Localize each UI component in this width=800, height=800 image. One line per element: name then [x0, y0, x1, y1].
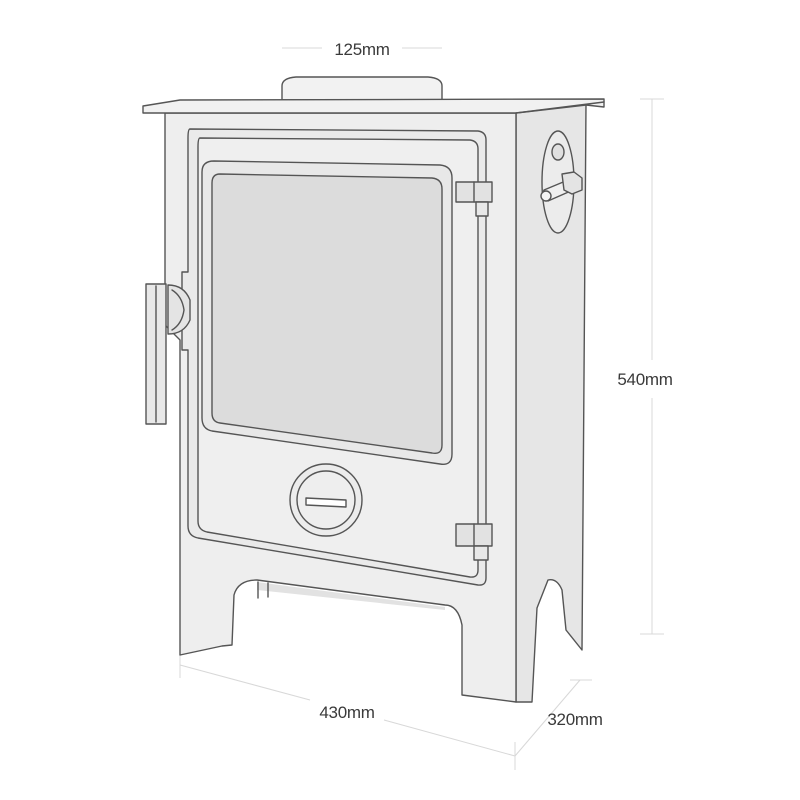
depth-label: 320mm — [547, 710, 602, 729]
stove-side-panel — [515, 103, 587, 703]
hinge-upper-pin — [475, 201, 489, 217]
air-control-slot — [305, 497, 347, 508]
door-handle-hub — [167, 284, 191, 335]
width-label: 430mm — [319, 703, 374, 722]
dimension-lines — [179, 47, 664, 770]
flue-collar — [281, 76, 443, 101]
under-stove-gap — [257, 582, 445, 610]
width-dimension-line-right — [383, 719, 516, 757]
side-air-control-nut — [561, 171, 583, 195]
width-dimension-line-left — [179, 664, 311, 701]
top-plate-edge — [515, 101, 605, 114]
side-air-control-hole — [551, 143, 565, 161]
flue-diameter-label: 125mm — [334, 40, 389, 59]
height-label: 540mm — [617, 370, 672, 389]
hinge-lower-pin — [473, 545, 489, 561]
side-air-control-knob-end — [540, 190, 552, 202]
door-handle-hub-ring — [171, 289, 185, 331]
stove-top-plate — [142, 98, 605, 114]
glass-window — [211, 173, 443, 455]
stove-illustration — [142, 76, 605, 703]
depth-dimension-line — [514, 679, 581, 757]
